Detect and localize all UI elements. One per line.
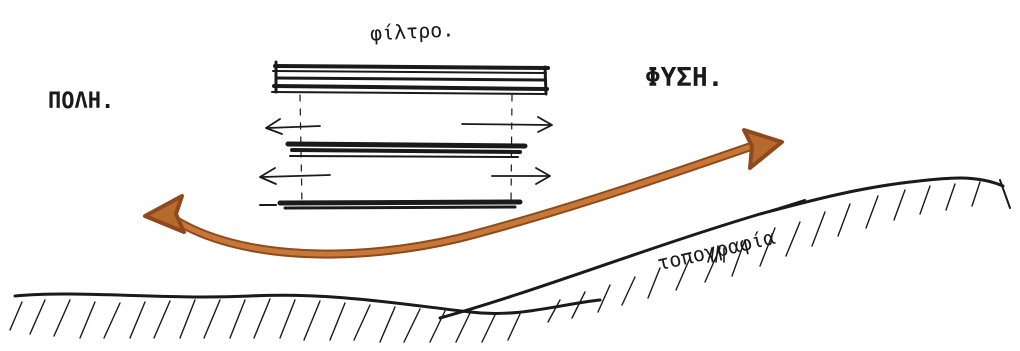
filter-top-bar xyxy=(272,62,548,94)
label-city: ΠΟΛΗ. xyxy=(48,89,114,114)
arrow-right-upper xyxy=(462,117,552,132)
label-nature: ΦΥΣΗ. xyxy=(645,63,723,93)
filter-middle-bar xyxy=(288,144,525,157)
filter-bottom-bar xyxy=(260,202,520,208)
arrow-left-upper xyxy=(266,119,320,134)
connection-arrow xyxy=(145,130,782,254)
filter-layers xyxy=(260,62,548,208)
terrain-ground xyxy=(10,294,600,342)
label-filter: φίλτρο. xyxy=(369,17,454,45)
connection-arrow-head-left xyxy=(145,196,184,232)
arrow-left-lower xyxy=(260,168,330,184)
arrow-right-lower xyxy=(492,168,550,184)
label-topography: τοπογραφία xyxy=(655,225,778,275)
